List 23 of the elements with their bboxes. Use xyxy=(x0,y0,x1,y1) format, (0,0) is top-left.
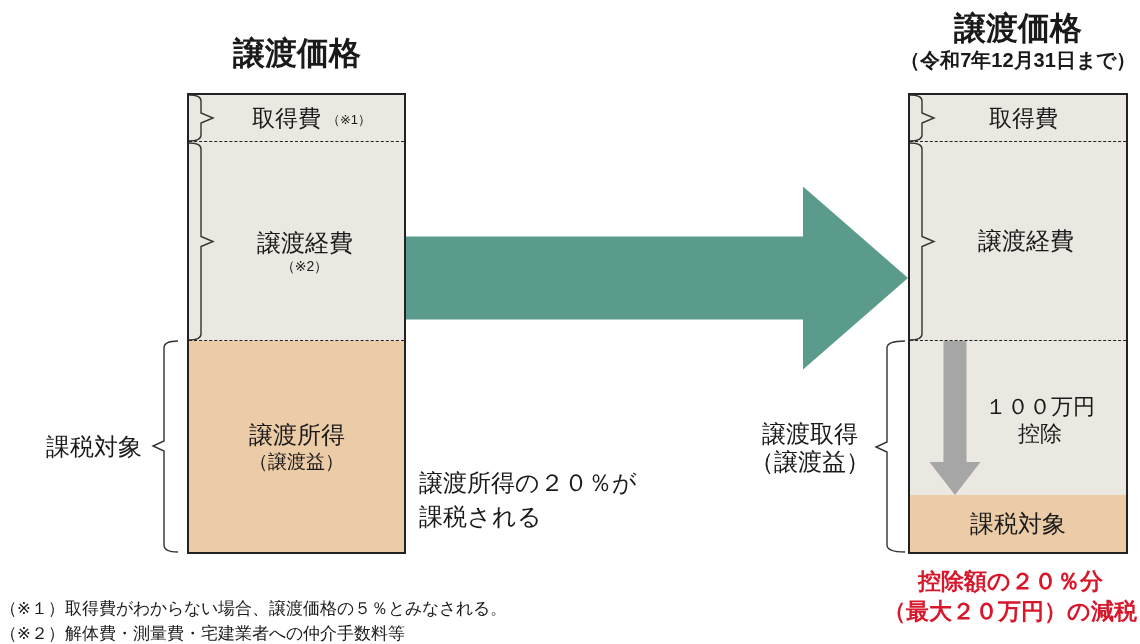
chart-title: 譲渡価格 xyxy=(954,9,1082,48)
bracket-label: 譲渡取得（譲渡益） xyxy=(749,420,871,476)
highlight-note: 控除額の２０％分（最大２０万円）の減税 xyxy=(882,567,1138,626)
bar-segment xyxy=(910,495,1126,552)
footnote-ref: （※2） xyxy=(280,258,329,276)
note-text: 譲渡所得の２０％が課税される xyxy=(419,468,638,532)
segment-sublabel: （譲渡益） xyxy=(249,449,344,474)
footnote: （※１）取得費がわからない場合、譲渡価格の５％とみなされる。 xyxy=(0,598,507,619)
side-label: 課税対象 xyxy=(45,432,143,462)
segment-label: 譲渡経費 xyxy=(978,226,1074,256)
footnote: （※２）解体費・測量費・宅建業者への仲介手数料等 xyxy=(0,623,405,644)
arrow xyxy=(406,186,908,370)
arrow xyxy=(929,341,981,495)
footnote-ref: （※1） xyxy=(326,111,372,129)
segment-label: 取得費 xyxy=(988,103,1058,133)
segment-label: 取得費 xyxy=(251,103,321,133)
segment-label: 譲渡所得 xyxy=(248,419,345,450)
chart-title: 譲渡価格 xyxy=(232,34,361,73)
segment-label: 課税対象 xyxy=(970,508,1066,539)
chart-subtitle: （令和7年12月31日まで） xyxy=(900,48,1136,73)
deduction-label: １００万円控除 xyxy=(984,392,1096,448)
bar-segment xyxy=(189,341,404,552)
segment-label: 譲渡経費 xyxy=(256,228,353,259)
